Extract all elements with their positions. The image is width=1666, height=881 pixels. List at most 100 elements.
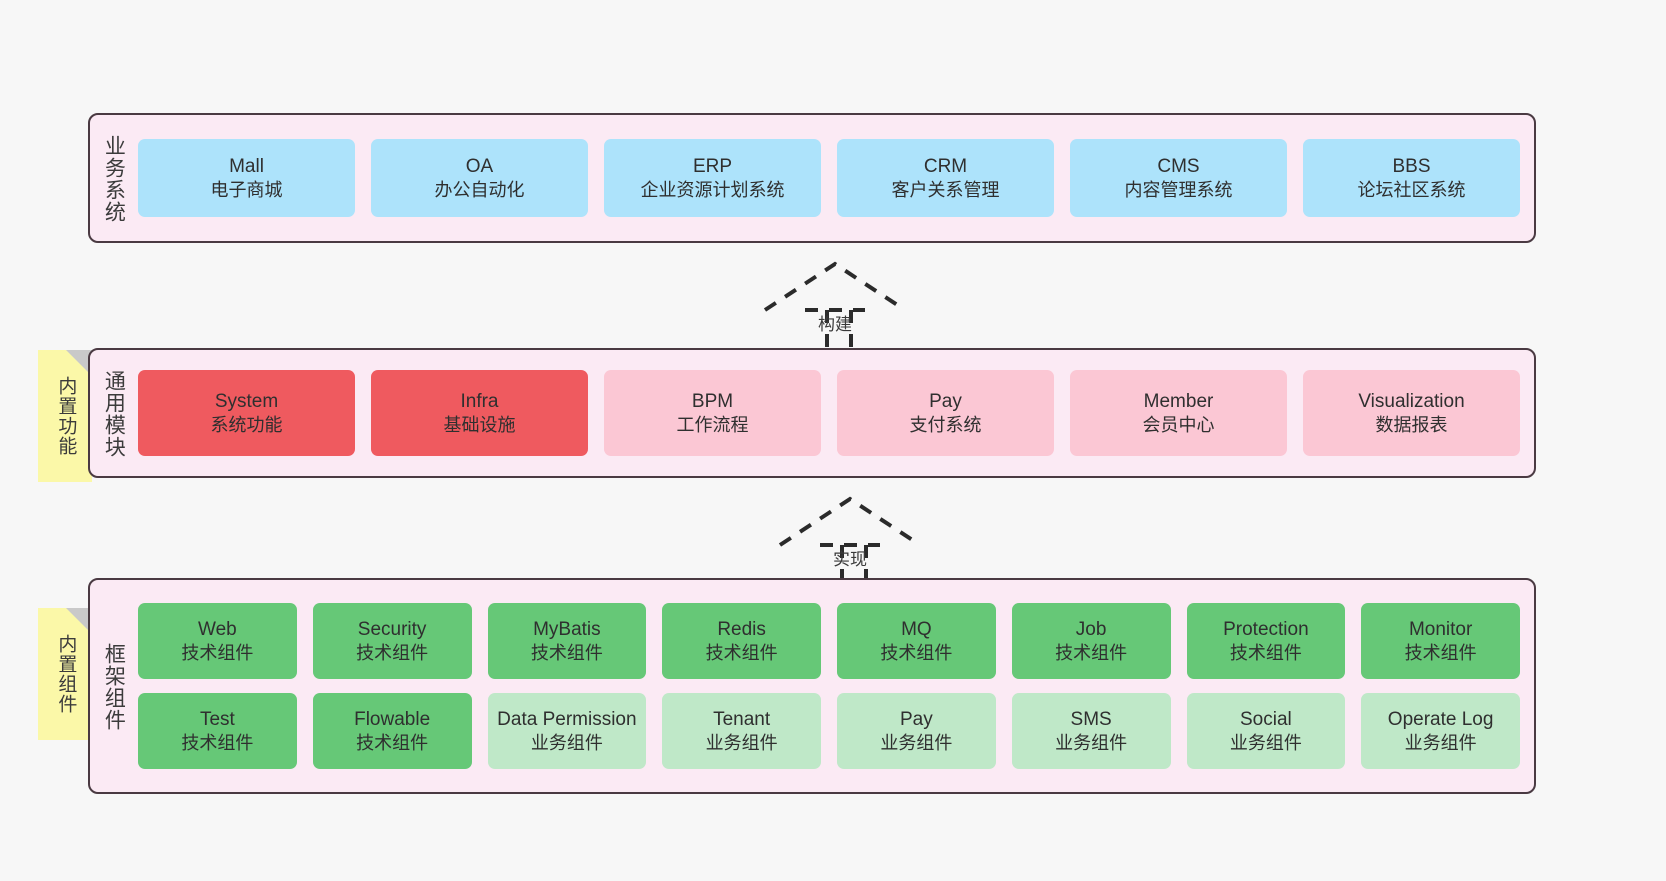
node-infra[interactable]: Infra 基础设施 — [371, 370, 588, 456]
sticky-fold-corner-icon — [66, 608, 92, 634]
node-pay[interactable]: Pay 支付系统 — [837, 370, 1054, 456]
node-data-permission[interactable]: Data Permission 业务组件 — [487, 693, 647, 769]
node-cms[interactable]: CMS 内容管理系统 — [1070, 139, 1287, 217]
layer-title-common-module: 通用模块 — [102, 370, 126, 458]
node-title: Security — [357, 619, 427, 641]
node-subtitle: 基础设施 — [443, 414, 516, 435]
node-subtitle: 业务组件 — [880, 732, 953, 753]
layer-framework-component: 框架组件 Web 技术组件 Security 技术组件 MyBatis 技术组件… — [88, 578, 1536, 794]
node-subtitle: 企业资源计划系统 — [640, 179, 785, 200]
node-title: BPM — [691, 391, 734, 413]
node-subtitle: 技术组件 — [1229, 642, 1302, 663]
node-member[interactable]: Member 会员中心 — [1070, 370, 1287, 456]
node-title: Mall — [229, 156, 264, 178]
node-title: MyBatis — [533, 619, 601, 641]
node-title: CMS — [1157, 156, 1200, 178]
layer-business-system: 业务系统 Mall 电子商城 OA 办公自动化 ERP 企业资源计划系统 CRM… — [88, 113, 1536, 243]
node-title: Operate Log — [1387, 709, 1494, 731]
node-job[interactable]: Job 技术组件 — [1011, 603, 1171, 679]
node-subtitle: 技术组件 — [705, 642, 778, 663]
layer-body-framework-component: Web 技术组件 Security 技术组件 MyBatis 技术组件 Redi… — [136, 580, 1534, 792]
node-title: Monitor — [1408, 619, 1473, 641]
node-title: Web — [198, 619, 237, 641]
node-title: MQ — [901, 619, 932, 641]
node-test[interactable]: Test 技术组件 — [138, 693, 297, 769]
node-bpm[interactable]: BPM 工作流程 — [604, 370, 821, 456]
node-title: Pay — [900, 709, 933, 731]
implement-arrow-icon — [778, 496, 922, 583]
node-title: System — [214, 391, 279, 413]
connector-label-implement: 实现 — [833, 550, 867, 569]
node-tenant[interactable]: Tenant 业务组件 — [662, 693, 821, 769]
node-mq[interactable]: MQ 技术组件 — [837, 603, 996, 679]
node-erp[interactable]: ERP 企业资源计划系统 — [604, 139, 821, 217]
node-title: ERP — [692, 156, 733, 178]
sticky-note-builtin-feature: 内置功能 — [38, 350, 92, 482]
layer-title-business-system: 业务系统 — [102, 135, 126, 223]
node-oa[interactable]: OA 办公自动化 — [371, 139, 588, 217]
node-subtitle: 会员中心 — [1142, 414, 1215, 435]
node-title: Visualization — [1358, 391, 1465, 413]
node-mybatis[interactable]: MyBatis 技术组件 — [487, 603, 647, 679]
node-title: Protection — [1223, 619, 1309, 641]
connector-label-build: 构建 — [818, 315, 852, 334]
node-title: Flowable — [354, 709, 431, 731]
node-title: Infra — [460, 391, 499, 413]
sticky-note-text: 内置功能 — [55, 376, 77, 456]
layer-body-business-system: Mall 电子商城 OA 办公自动化 ERP 企业资源计划系统 CRM 客户关系… — [136, 115, 1534, 241]
node-title: CRM — [923, 156, 968, 178]
node-title: Data Permission — [497, 709, 637, 731]
node-subtitle: 技术组件 — [356, 642, 429, 663]
connector-implement: 实现 — [770, 493, 930, 583]
layer-title-framework-component: 框架组件 — [102, 643, 126, 731]
node-security[interactable]: Security 技术组件 — [312, 603, 472, 679]
node-bbs[interactable]: BBS 论坛社区系统 — [1303, 139, 1520, 217]
layer-common-module: 通用模块 System 系统功能 Infra 基础设施 BPM 工作流程 Pay… — [88, 348, 1536, 478]
node-subtitle: 业务组件 — [1055, 732, 1128, 753]
node-visualization[interactable]: Visualization 数据报表 — [1303, 370, 1520, 456]
connector-build: 构建 — [755, 258, 915, 348]
node-title: Tenant — [713, 709, 771, 731]
sticky-fold-corner-icon — [66, 350, 92, 376]
sticky-note-text: 内置组件 — [55, 634, 77, 714]
node-subtitle: 技术组件 — [530, 642, 603, 663]
layer-body-common-module: System 系统功能 Infra 基础设施 BPM 工作流程 Pay 支付系统… — [136, 350, 1534, 476]
node-subtitle: 支付系统 — [909, 414, 982, 435]
build-arrow-icon — [763, 261, 907, 348]
node-row: Web 技术组件 Security 技术组件 MyBatis 技术组件 Redi… — [138, 603, 1520, 679]
node-subtitle: 业务组件 — [705, 732, 778, 753]
sticky-note-builtin-component: 内置组件 — [38, 608, 92, 740]
node-protection[interactable]: Protection 技术组件 — [1186, 603, 1346, 679]
node-subtitle: 数据报表 — [1375, 414, 1448, 435]
node-mall[interactable]: Mall 电子商城 — [138, 139, 355, 217]
node-title: Member — [1143, 391, 1214, 413]
node-subtitle: 技术组件 — [1404, 642, 1477, 663]
node-sms[interactable]: SMS 业务组件 — [1011, 693, 1171, 769]
node-title: Social — [1240, 709, 1292, 731]
node-subtitle: 工作流程 — [676, 414, 749, 435]
node-operate-log[interactable]: Operate Log 业务组件 — [1361, 693, 1520, 769]
node-title: Test — [199, 709, 235, 731]
node-subtitle: 技术组件 — [1055, 642, 1128, 663]
node-row: System 系统功能 Infra 基础设施 BPM 工作流程 Pay 支付系统… — [138, 370, 1520, 456]
node-subtitle: 系统功能 — [210, 414, 283, 435]
node-subtitle: 论坛社区系统 — [1357, 179, 1466, 200]
node-subtitle: 业务组件 — [1229, 732, 1302, 753]
node-system[interactable]: System 系统功能 — [138, 370, 355, 456]
node-social[interactable]: Social 业务组件 — [1186, 693, 1346, 769]
node-redis[interactable]: Redis 技术组件 — [662, 603, 821, 679]
node-monitor[interactable]: Monitor 技术组件 — [1361, 603, 1520, 679]
node-title: Job — [1075, 619, 1107, 641]
node-crm[interactable]: CRM 客户关系管理 — [837, 139, 1054, 217]
node-subtitle: 技术组件 — [181, 642, 254, 663]
node-title: OA — [465, 156, 494, 178]
node-title: Redis — [717, 619, 766, 641]
node-web[interactable]: Web 技术组件 — [138, 603, 297, 679]
node-subtitle: 技术组件 — [356, 732, 429, 753]
node-pay-component[interactable]: Pay 业务组件 — [837, 693, 996, 769]
node-subtitle: 业务组件 — [1404, 732, 1477, 753]
node-row: Test 技术组件 Flowable 技术组件 Data Permission … — [138, 693, 1520, 769]
node-subtitle: 电子商城 — [210, 179, 283, 200]
node-subtitle: 业务组件 — [530, 732, 603, 753]
node-flowable[interactable]: Flowable 技术组件 — [312, 693, 472, 769]
